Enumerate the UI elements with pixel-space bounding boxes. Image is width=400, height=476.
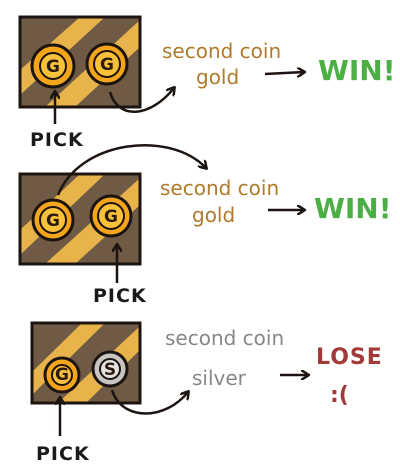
coin-letter: G xyxy=(46,57,60,77)
result-label: LOSE xyxy=(316,345,383,370)
scenario-2: G G PICK second coin gold WIN! xyxy=(18,143,392,307)
result-label: WIN! xyxy=(314,192,392,225)
coin-letter: G xyxy=(46,211,60,231)
sad-face-label: :( xyxy=(330,383,349,408)
silver-coin: S xyxy=(91,350,129,388)
gold-coin-right: G xyxy=(89,194,133,238)
scenario-1: G G PICK second coin gold WIN! xyxy=(18,15,396,151)
metal-label: silver xyxy=(192,366,247,390)
coin-letter: G xyxy=(100,55,114,75)
second-coin-label: second coin xyxy=(160,176,279,200)
gold-coin-left: G xyxy=(31,198,75,242)
coin-letter: S xyxy=(104,360,116,380)
second-coin-label: second coin xyxy=(165,326,284,350)
curved-arrow xyxy=(108,88,174,113)
gold-coin: G xyxy=(43,356,81,394)
gold-coin-left: G xyxy=(30,43,76,89)
pick-label: PICK xyxy=(93,285,147,307)
coin-letter: G xyxy=(104,207,118,227)
second-coin-label: second coin xyxy=(162,39,281,63)
metal-label: gold xyxy=(192,203,235,227)
scenario-3: G S PICK second coin silver LOSE :( xyxy=(30,321,383,465)
result-arrow xyxy=(264,72,304,74)
curved-arrow xyxy=(110,389,188,415)
pick-label: PICK xyxy=(36,443,90,465)
gold-coin-right: G xyxy=(85,42,129,86)
metal-label: gold xyxy=(196,65,239,89)
pick-label: PICK xyxy=(30,129,84,151)
coin-letter: G xyxy=(55,365,69,385)
result-label: WIN! xyxy=(318,54,396,87)
curved-arrow xyxy=(56,143,206,196)
